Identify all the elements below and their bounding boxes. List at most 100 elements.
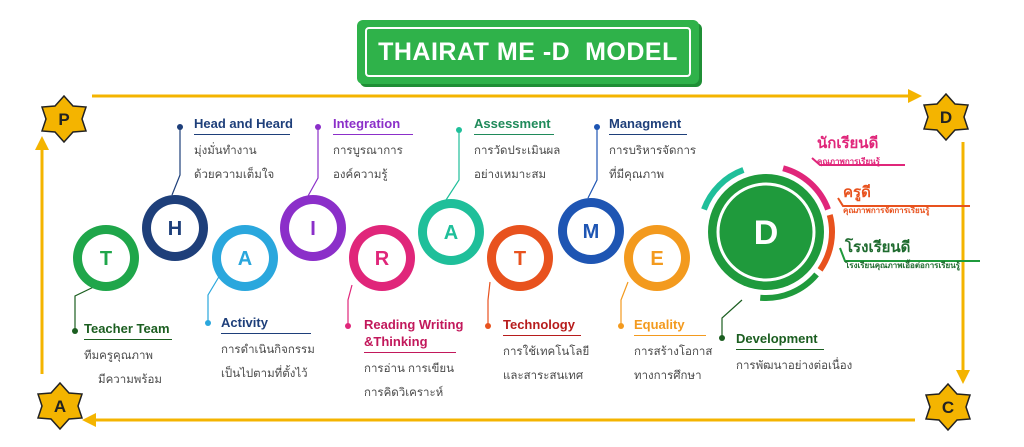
- divider: [221, 333, 311, 334]
- frame-arrowheads: [35, 89, 970, 427]
- letter-circle-0: T: [73, 225, 139, 291]
- corner-c-label: C: [942, 398, 954, 417]
- item-technology: Technology การใช้เทคโนโลยี และสาระสนเทศ: [503, 316, 589, 388]
- item-line: การวัดประเมินผล: [474, 145, 561, 157]
- divider: [609, 134, 687, 135]
- benefit-title: ครูดี: [843, 184, 871, 201]
- connector-integration: [307, 127, 319, 197]
- star-icon: [924, 382, 972, 432]
- connector-head: [171, 127, 181, 196]
- divider: [333, 134, 413, 135]
- circle-core: [496, 234, 544, 282]
- item-title: Development: [736, 331, 818, 346]
- corner-d-label: D: [940, 108, 952, 127]
- benefit-student: นักเรียนดี คุณภาพการเรียนรู้: [817, 131, 880, 168]
- circle-letter: T: [100, 248, 112, 270]
- item-title: Head and Heard: [194, 116, 293, 131]
- circle-core: [716, 182, 816, 282]
- item-line: มีความพร้อม: [98, 374, 163, 386]
- outer-arc-3: [701, 167, 745, 211]
- connector-equality: [620, 281, 629, 325]
- connector-managment: [587, 127, 598, 199]
- circle-core: [151, 204, 199, 252]
- letter-circle-1: H: [142, 195, 208, 261]
- circle-core: [82, 234, 130, 282]
- outer-arc-2: [759, 272, 819, 301]
- dot: [177, 124, 183, 130]
- item-title: Assessment: [474, 116, 551, 131]
- letter-circle-7: M: [558, 198, 624, 264]
- item-line: ที่มีคุณภาพ: [609, 169, 665, 181]
- item-line: การใช้เทคโนโลยี: [503, 346, 590, 358]
- item-activity: Activity การดำเนินกิจกรรม เป็นไปตามที่ตั…: [221, 314, 315, 386]
- letter-circle-4: R: [349, 225, 415, 291]
- item-head-and-heard: Head and Heard มุ่งมั่นทำงาน ด้วยความเต็…: [194, 115, 293, 187]
- circle-core: [358, 234, 406, 282]
- star-icon: [36, 381, 84, 431]
- item-development: Development การพัฒนาอย่างต่อเนื่อง: [736, 330, 852, 378]
- circle-letter: E: [650, 248, 663, 270]
- item-integration: Integration การบูรณาการ องค์ความรู้: [333, 115, 413, 187]
- benefit-title: นักเรียนดี: [817, 135, 879, 152]
- circle-letter: D: [754, 214, 779, 252]
- divider: [736, 349, 824, 350]
- divider: [474, 134, 554, 135]
- benefit-lines: [811, 157, 980, 262]
- divider: [364, 352, 456, 353]
- circle-letter: T: [514, 248, 526, 270]
- dot: [719, 335, 725, 341]
- benefit-title: โรงเรียนดี: [845, 239, 911, 256]
- dot: [205, 320, 211, 326]
- circle-core: [427, 208, 475, 256]
- item-title: Teacher Team: [84, 321, 170, 336]
- letter-circle-2: A: [212, 225, 278, 291]
- corner-d: D: [922, 92, 970, 142]
- item-title: Reading Writing: [364, 317, 464, 332]
- item-line: อย่างเหมาะสม: [474, 169, 547, 181]
- circle-core: [567, 207, 615, 255]
- divider: [634, 335, 706, 336]
- corner-p: P: [40, 94, 88, 144]
- item-line: องค์ความรู้: [333, 169, 388, 181]
- letter-circle-5: A: [418, 199, 484, 265]
- benefit-subtitle: โรงเรียนคุณภาพเอื้อต่อการเรียนรู้: [845, 261, 960, 270]
- item-line: เป็นไปตามที่ตั้งไว้: [221, 368, 308, 380]
- dot: [618, 323, 624, 329]
- connector-lines: [74, 127, 743, 338]
- circle-core: [289, 204, 337, 252]
- benefit-subtitle: คุณภาพการเรียนรู้: [817, 157, 880, 166]
- item-line: ทางการศึกษา: [634, 370, 702, 382]
- arrowhead-down: [956, 370, 970, 384]
- connector-technology: [487, 281, 491, 325]
- circle-letter: M: [583, 221, 600, 243]
- corner-c: C: [924, 382, 972, 432]
- item-line: การพัฒนาอย่างต่อเนื่อง: [736, 360, 853, 372]
- dot: [594, 124, 600, 130]
- page-title: THAIRAT ME -D MODEL: [378, 37, 678, 66]
- connector-dots: [72, 124, 725, 341]
- title-banner: THAIRAT ME -D MODEL: [357, 20, 699, 84]
- item-reading-writing-thinking: Reading Writing &Thinking การอ่าน การเขี…: [364, 316, 463, 405]
- item-line: การบริหารจัดการ: [609, 145, 697, 157]
- circle-letter: A: [238, 248, 252, 270]
- item-assessment: Assessment การวัดประเมินผล อย่างเหมาะสม: [474, 115, 560, 187]
- letter-circle-3: I: [280, 195, 346, 261]
- item-line: มุ่งมั่นทำงาน: [194, 145, 257, 157]
- item-title: Managment: [609, 116, 682, 131]
- item-title-2: &Thinking: [364, 334, 428, 349]
- item-managment: Managment การบริหารจัดการ ที่มีคุณภาพ: [609, 115, 696, 187]
- connector-development: [721, 299, 743, 338]
- circle-letter: H: [168, 218, 182, 240]
- item-line: และสาระสนเทศ: [503, 370, 584, 382]
- pdca-frame: [40, 94, 965, 422]
- divider: [503, 335, 581, 336]
- item-title: Technology: [503, 317, 575, 332]
- circle-core: [221, 234, 269, 282]
- connector-reading: [347, 284, 353, 325]
- item-teacher-team: Teacher Team ทีมครูคุณภาพ มีความพร้อม: [84, 320, 172, 392]
- dot: [456, 127, 462, 133]
- item-line: ทีมครูคุณภาพ: [84, 350, 154, 362]
- benefit-line-student: [811, 157, 905, 166]
- star-icon: [922, 92, 970, 142]
